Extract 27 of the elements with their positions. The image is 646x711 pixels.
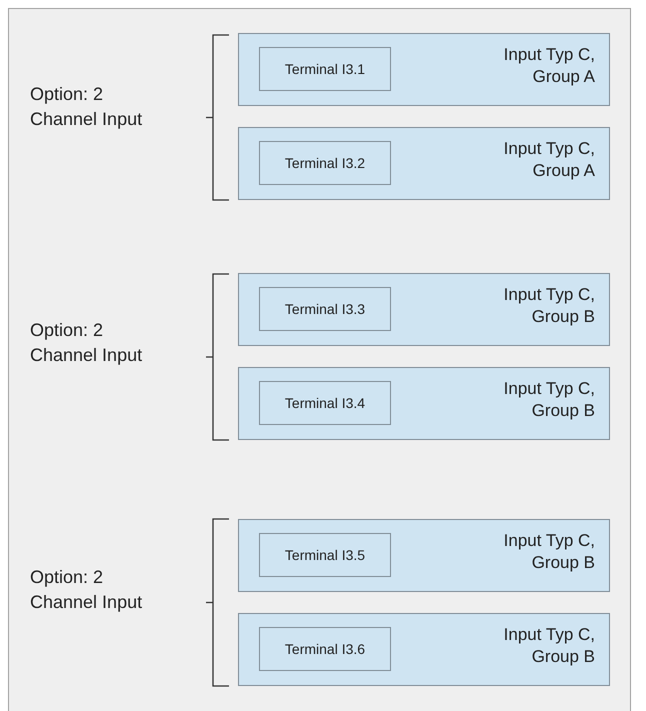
input-type-label: Input Typ C, Group B	[502, 624, 595, 668]
input-type-label: Input Typ C, Group B	[502, 378, 595, 422]
terminal-label: Terminal I3.1	[284, 61, 366, 77]
input-box	[238, 33, 610, 106]
input-type-label: Input Typ C, Group A	[502, 138, 595, 182]
option-label: Option: 2 Channel Input	[30, 319, 144, 367]
terminal-label: Terminal I3.2	[284, 155, 366, 171]
terminal-label: Terminal I3.5	[284, 547, 366, 563]
input-box	[238, 519, 610, 592]
input-type-label: Input Typ C, Group B	[502, 530, 595, 574]
option-label: Option: 2 Channel Input	[30, 83, 144, 131]
input-type-label: Input Typ C, Group B	[502, 284, 595, 328]
input-box	[238, 367, 610, 440]
option-label: Option: 2 Channel Input	[30, 566, 144, 614]
terminal-label: Terminal I3.4	[284, 395, 366, 411]
terminal-label: Terminal I3.6	[284, 641, 366, 657]
terminal-box	[259, 627, 391, 671]
input-box	[238, 127, 610, 200]
terminal-box	[259, 381, 391, 425]
input-box	[238, 613, 610, 686]
terminal-box	[259, 141, 391, 185]
terminal-box	[259, 533, 391, 577]
terminal-box	[259, 47, 391, 91]
input-type-label: Input Typ C, Group A	[502, 44, 595, 88]
terminal-label: Terminal I3.3	[284, 301, 366, 317]
input-box	[238, 273, 610, 346]
terminal-box	[259, 287, 391, 331]
